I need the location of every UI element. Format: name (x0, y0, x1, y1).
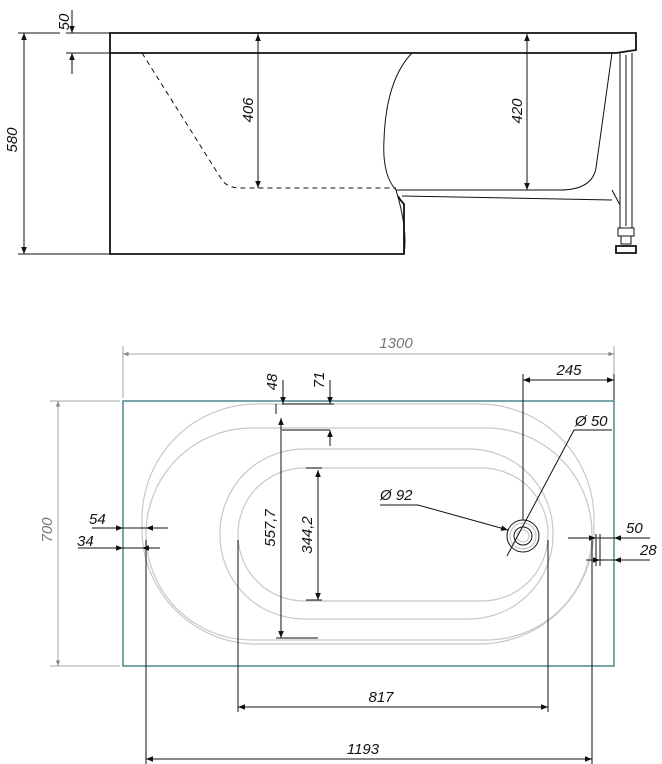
dim-total-height: 580 (4, 127, 21, 153)
dim-right-rim-50: 50 (626, 520, 643, 537)
dim-left-rim-54: 54 (89, 511, 106, 528)
dim-depth-left: 406 (240, 97, 257, 123)
top-view: 1300 700 245 Ø 50 Ø 92 48 71 557,7 344,2… (39, 335, 657, 764)
drain (506, 519, 540, 553)
dim-top-rim-48: 48 (264, 373, 281, 390)
side-rim (109, 32, 637, 54)
dim-depth-right: 420 (509, 98, 526, 124)
dim-inner-bowl-height: 344,2 (299, 516, 316, 554)
bowl-inner-ring (219, 448, 554, 620)
dim-drain-diameter: Ø 92 (379, 487, 413, 504)
dim-length: 1300 (379, 335, 413, 352)
side-basin-right (383, 52, 613, 191)
dim-inner-bowl-length: 817 (368, 689, 394, 706)
dim-right-rim-28: 28 (639, 542, 657, 559)
dim-outer-bowl-length: 1193 (347, 741, 380, 758)
tub-outline (122, 400, 615, 667)
dim-left-rim-34: 34 (77, 533, 94, 550)
bowl-inner (237, 467, 549, 602)
side-view: 50 580 406 420 (4, 10, 637, 255)
dim-rim-thickness: 50 (56, 13, 73, 30)
dim-drain-offset: 245 (555, 362, 582, 379)
side-basin-dashed (141, 52, 396, 189)
bowl-outer (145, 427, 593, 641)
side-apron (109, 53, 405, 255)
dim-drain-outer: Ø 50 (574, 413, 608, 430)
dim-top-rim-71: 71 (311, 372, 328, 389)
dim-outer-bowl-height: 557,7 (262, 509, 279, 547)
bowl-outer-top (141, 403, 595, 645)
dim-width: 700 (39, 517, 56, 543)
